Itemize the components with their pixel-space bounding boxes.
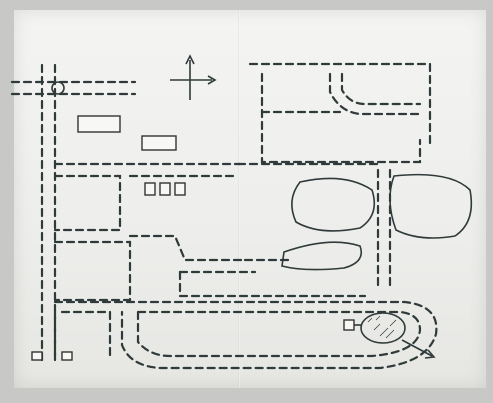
temple-square-icon: [343, 319, 355, 331]
top-right-colony: [248, 62, 432, 164]
junction-circle: [51, 81, 65, 95]
marker-bottom-left: [31, 351, 73, 361]
compass-east-arrow-icon: [207, 75, 217, 85]
park-oval-right: [389, 173, 473, 239]
main-road-vertical: [40, 63, 57, 362]
building-box-top-left: [77, 115, 121, 133]
building-icons-center: [144, 182, 186, 196]
park-oval-small: [281, 241, 363, 271]
road-center: [128, 174, 367, 298]
arrow-head-icon: [424, 349, 436, 359]
compass-icon: [170, 54, 217, 100]
paper-sheet: [14, 10, 486, 388]
park-oval-left: [291, 177, 376, 232]
paper-fold: [238, 10, 240, 388]
building-box-top-center: [141, 135, 177, 151]
road-top-left: [10, 80, 137, 96]
bottom-loop-road: [53, 300, 438, 370]
pond: [360, 312, 406, 344]
arrow-icon: [401, 339, 433, 357]
road-right-vertical: [376, 168, 392, 292]
road-left-center: [53, 162, 242, 302]
compass-north-arrow-icon: [185, 54, 195, 65]
